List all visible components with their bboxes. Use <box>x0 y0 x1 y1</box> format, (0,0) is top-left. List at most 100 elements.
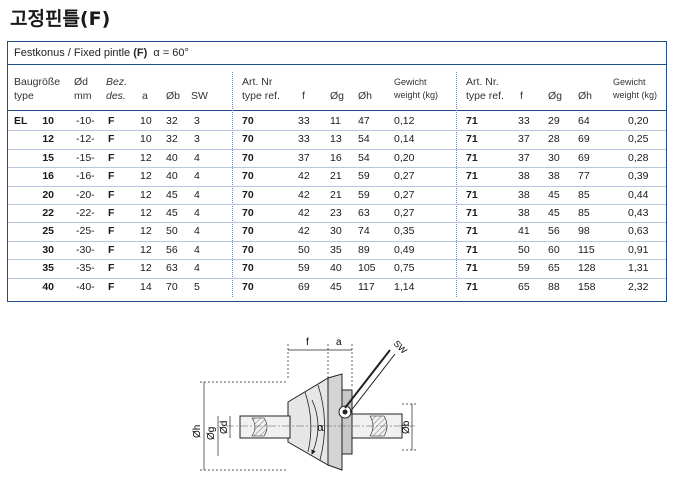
cell-w2: 0,43 <box>628 207 649 219</box>
cell-w2: 0,44 <box>628 188 649 201</box>
cell-g1: 30 <box>330 225 342 238</box>
cell-w2: 0,28 <box>628 151 649 164</box>
cell-size: 10 <box>42 115 54 127</box>
cell-g2: 56 <box>548 225 560 238</box>
cell-b: 32 <box>166 133 178 146</box>
cell-b: 32 <box>166 115 178 127</box>
cell-prefix: EL <box>14 115 28 127</box>
column-group-divider-2 <box>456 72 457 297</box>
cell-a: 10 <box>140 115 152 127</box>
header-d: Ød mm <box>74 75 92 103</box>
cell-size: 25 <box>42 225 54 238</box>
cell-art1: 70 <box>242 188 254 201</box>
cell-w1: 0,49 <box>394 243 415 256</box>
cell-h2: 77 <box>578 170 590 183</box>
cell-d: -16- <box>76 170 95 183</box>
cell-art2: 71 <box>466 207 478 219</box>
cell-art1: 70 <box>242 243 254 256</box>
cell-d: -22- <box>76 207 95 219</box>
cell-b: 56 <box>166 243 178 256</box>
wrench-line <box>344 349 391 409</box>
cell-art1: 70 <box>242 262 254 275</box>
cell-f2: 38 <box>518 170 530 183</box>
cell-art2: 71 <box>466 115 478 127</box>
cell-bez: F <box>108 133 115 146</box>
cell-w2: 0,63 <box>628 225 649 238</box>
cell-sw: 4 <box>194 262 200 275</box>
cell-g1: 40 <box>330 262 342 275</box>
header-w1-line1: Gewicht <box>394 77 427 87</box>
table-caption: Festkonus / Fixed pintle (F) α = 60° <box>14 47 189 59</box>
cell-g2: 88 <box>548 280 560 293</box>
cell-h2: 69 <box>578 133 590 146</box>
dim-g-label: Øg <box>206 427 217 440</box>
nut-center-icon <box>342 409 348 415</box>
cell-w2: 0,25 <box>628 133 649 146</box>
cell-g1: 23 <box>330 207 342 219</box>
cell-size: 30 <box>42 243 54 256</box>
cell-g1: 16 <box>330 151 342 164</box>
dim-sw-label: SW <box>392 338 410 356</box>
cell-art2: 71 <box>466 133 478 146</box>
cell-w1: 0,35 <box>394 225 415 238</box>
column-group-divider-1 <box>232 72 233 297</box>
header-size-line1: Baugröße <box>14 76 61 88</box>
cell-b: 45 <box>166 188 178 201</box>
cell-size: 12 <box>42 133 54 146</box>
cell-g1: 11 <box>330 115 341 127</box>
cell-h1: 89 <box>358 243 370 256</box>
header-h2: Øh <box>578 90 593 102</box>
header-f2: f <box>520 90 523 102</box>
cell-f1: 42 <box>298 188 310 201</box>
cell-f2: 59 <box>518 262 530 275</box>
cell-f2: 33 <box>518 115 530 127</box>
cell-size: 22 <box>42 207 54 219</box>
cell-w1: 0,20 <box>394 151 415 164</box>
cell-d: -25- <box>76 225 95 238</box>
cell-b: 50 <box>166 225 178 238</box>
cell-b: 45 <box>166 207 178 219</box>
cell-h2: 85 <box>578 207 590 219</box>
cell-g1: 21 <box>330 188 342 201</box>
dim-h-label: Øh <box>192 425 203 438</box>
header-a: a <box>142 90 148 102</box>
cell-sw: 3 <box>194 115 200 127</box>
spec-table-panel: Festkonus / Fixed pintle (F) α = 60° Bau… <box>7 41 667 302</box>
cell-f1: 50 <box>298 243 310 256</box>
header-art2-line1: Art. Nr. <box>466 76 499 88</box>
cell-h1: 117 <box>358 280 375 293</box>
cone-body <box>287 373 353 471</box>
cell-sw: 4 <box>194 243 200 256</box>
cell-w2: 0,39 <box>628 170 649 183</box>
cell-bez: F <box>108 262 115 275</box>
cell-bez: F <box>108 207 115 219</box>
wrench-line-2 <box>349 353 396 413</box>
cell-w2: 2,32 <box>628 280 649 293</box>
cell-bez: F <box>108 115 115 127</box>
header-art1: Art. Nr type ref. <box>242 75 280 103</box>
page-title: 고정핀틀(F) <box>10 8 111 30</box>
cell-f1: 37 <box>298 151 310 164</box>
cell-sw: 4 <box>194 207 200 219</box>
header-w2-line2: weight (kg) <box>613 90 658 100</box>
cell-g2: 38 <box>548 170 560 183</box>
cell-f2: 65 <box>518 280 530 293</box>
cell-b: 40 <box>166 170 178 183</box>
dim-alpha-label: α <box>317 421 325 434</box>
cell-b: 40 <box>166 151 178 164</box>
cell-art2: 71 <box>466 188 478 201</box>
cell-size: 35 <box>42 262 54 275</box>
cell-a: 12 <box>140 225 152 238</box>
cell-f2: 37 <box>518 133 530 146</box>
dimension-lines <box>200 344 416 471</box>
header-art1-line2: type ref. <box>242 90 280 102</box>
cell-a: 12 <box>140 243 152 256</box>
cell-a: 12 <box>140 188 152 201</box>
left-shaft <box>239 415 291 439</box>
cell-d: -20- <box>76 188 95 201</box>
dim-d-label: Ød <box>219 421 230 434</box>
cell-sw: 5 <box>194 280 200 293</box>
